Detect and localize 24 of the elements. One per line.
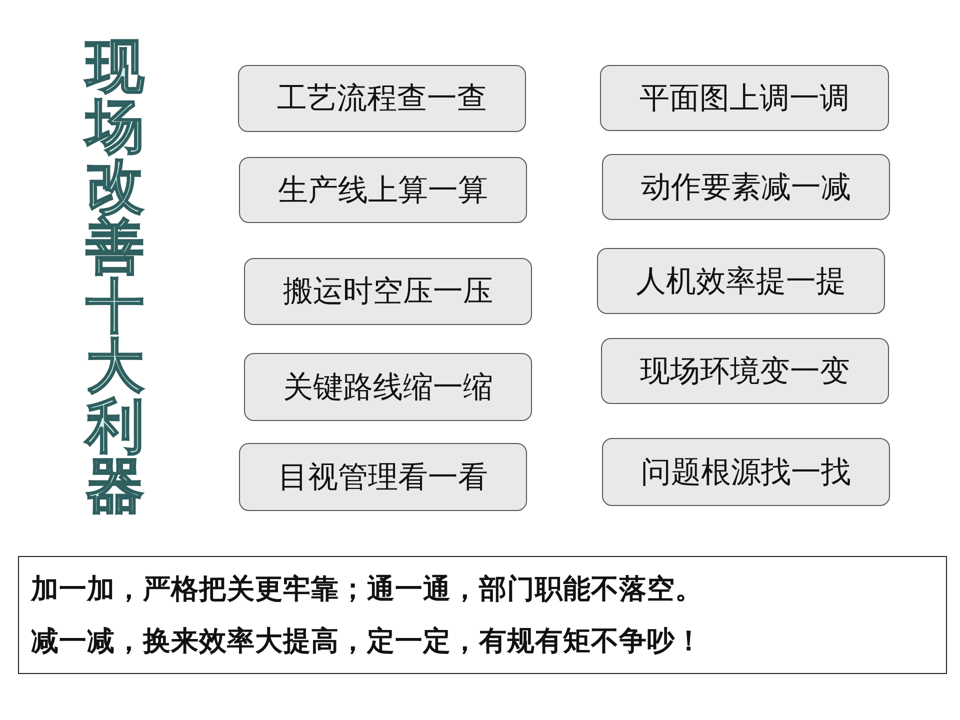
box-label: 动作要素减一减	[641, 168, 851, 206]
rounded-box	[244, 258, 532, 325]
box-label: 关键路线缩一缩	[283, 368, 493, 406]
rounded-box	[239, 157, 527, 223]
box-label: 现场环境变一变	[640, 352, 850, 390]
note-panel	[18, 556, 947, 674]
box-label: 人机效率提一提	[636, 262, 846, 300]
note-line: 加一加，严格把关更牢靠；通一通，部门职能不落空。	[31, 572, 704, 607]
vertical-title: 现场改善十大利器	[86, 36, 145, 516]
rounded-box	[602, 154, 890, 220]
box-label: 工艺流程查一查	[277, 80, 487, 118]
rounded-box	[239, 443, 527, 511]
note-line: 减一减，换来效率大提高，定一定，有规有矩不争吵！	[31, 624, 704, 659]
rounded-box	[602, 438, 890, 506]
rounded-box	[600, 65, 889, 131]
rounded-box	[238, 65, 526, 132]
box-label: 生产线上算一算	[278, 172, 488, 210]
rounded-box	[597, 248, 885, 314]
box-label: 目视管理看一看	[278, 458, 488, 496]
box-label: 问题根源找一找	[641, 454, 851, 492]
box-label: 平面图上调一调	[640, 80, 850, 118]
rounded-box	[601, 338, 889, 404]
box-label: 搬运时空压一压	[283, 273, 493, 311]
rounded-box	[244, 353, 532, 421]
